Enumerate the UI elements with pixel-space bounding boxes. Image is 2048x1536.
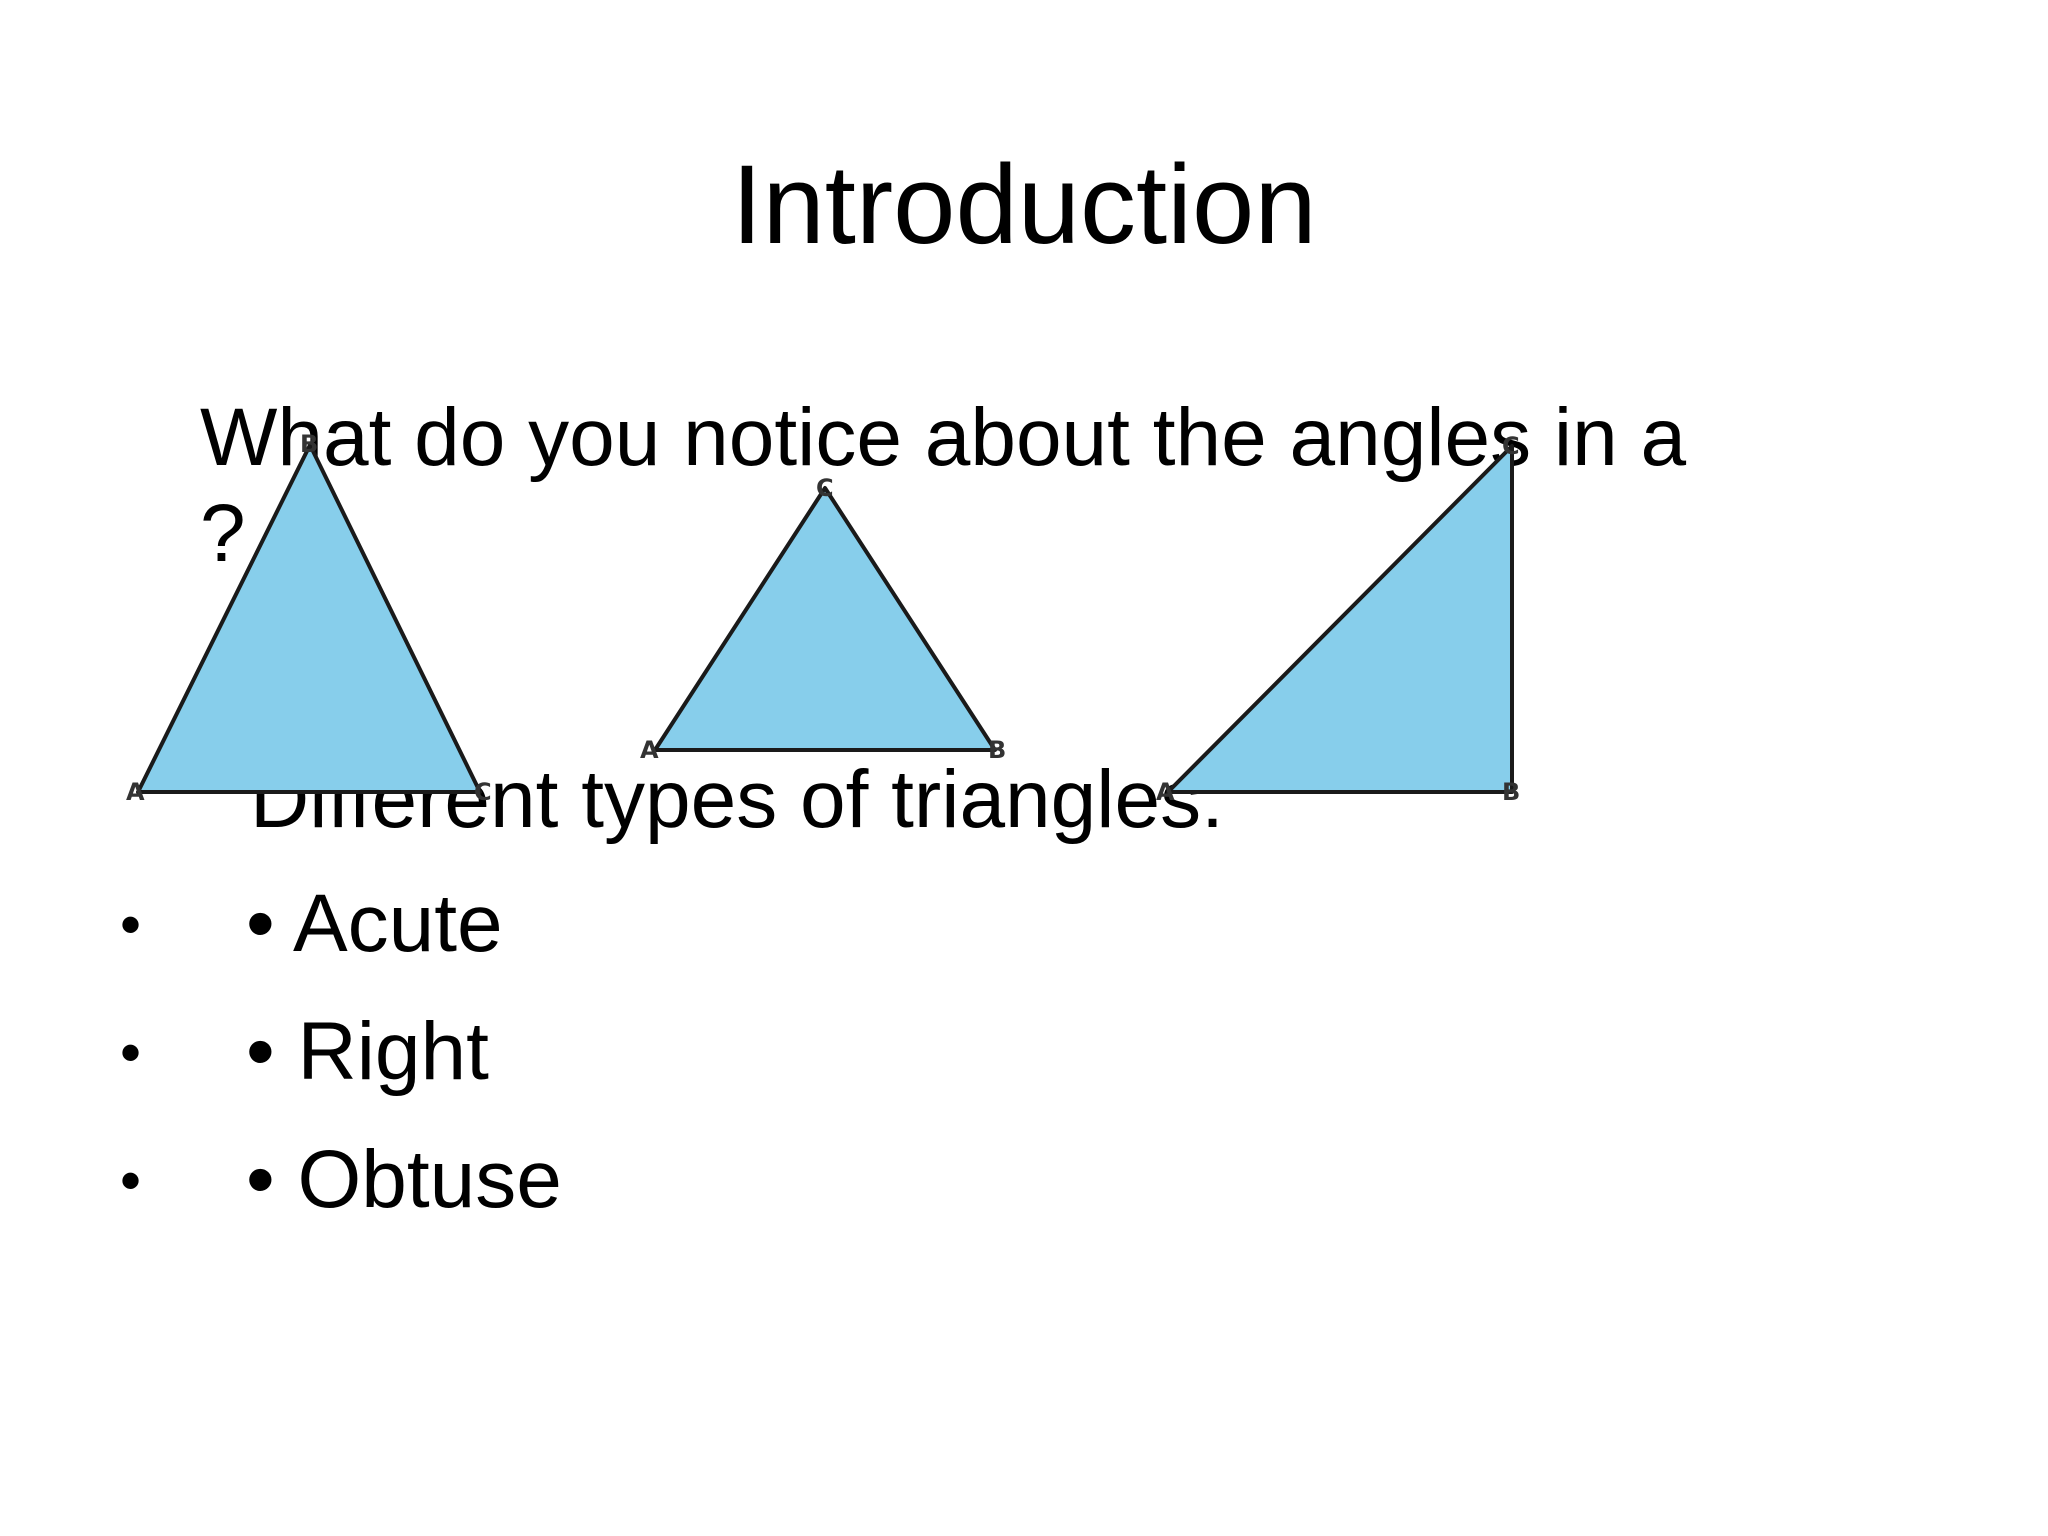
vertex-label-c: C (474, 778, 492, 806)
vertex-label-a: A (640, 736, 659, 764)
question-text: What do you notice about the angles in a (200, 392, 1687, 483)
bullet-item-acute: • • Acute (120, 876, 503, 973)
triangle-right: A B C (1156, 432, 1520, 806)
triangle-equilateral: A B C (640, 474, 1006, 764)
triangle-shape (653, 486, 997, 752)
bullet-mark: • (120, 1019, 142, 1086)
triangle-acute: A B C (126, 430, 492, 806)
bullet-label: • Acute (246, 878, 503, 969)
vertex-label-b: B (1502, 778, 1520, 806)
bullet-item-obtuse: • • Obtuse (120, 1132, 562, 1229)
slide-title: Introduction (731, 142, 1317, 267)
vertex-label-b: B (988, 736, 1006, 764)
vertex-label-b: B (300, 430, 318, 458)
vertex-label-c: C (1502, 432, 1520, 460)
vertex-label-a: A (1156, 778, 1175, 806)
question-text-continued: ? (200, 488, 246, 579)
triangle-shape (1166, 444, 1514, 794)
vertex-label-c: C (816, 474, 834, 502)
bullet-label: • Right (246, 1006, 489, 1097)
bullet-mark: • (120, 891, 142, 958)
bullet-item-right: • • Right (120, 1004, 489, 1101)
bullet-label: • Obtuse (246, 1134, 562, 1225)
vertex-label-a: A (126, 778, 145, 806)
bullet-mark: • (120, 1147, 142, 1214)
triangle-shape (136, 443, 482, 794)
